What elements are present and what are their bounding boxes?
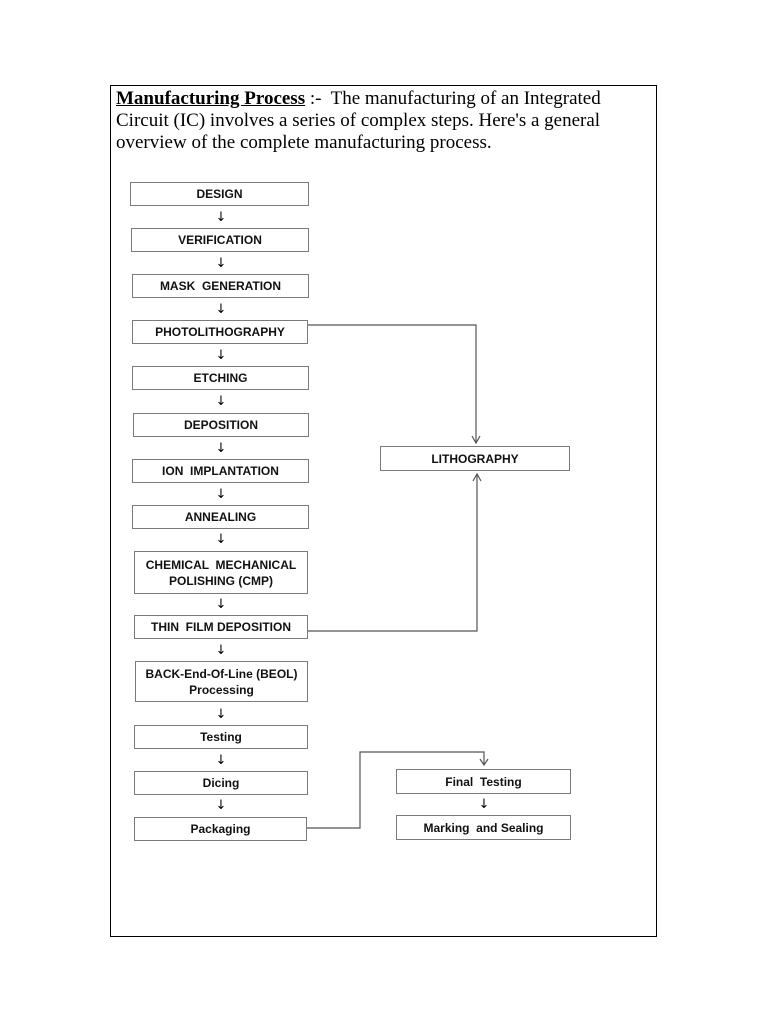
step-beol: BACK-End-Of-Line (BEOL)Processing xyxy=(135,661,308,702)
step-dicing: Dicing xyxy=(134,771,308,795)
step-verification: VERIFICATION xyxy=(131,228,309,252)
step-design: DESIGN xyxy=(130,182,309,206)
intro-text: The manufacturing of an Integrated Circu… xyxy=(116,88,601,153)
arrowhead-down-icon xyxy=(479,758,489,767)
arrow-down-icon: ↓ xyxy=(478,797,490,812)
step-thin-film-deposition: THIN FILM DEPOSITION xyxy=(134,615,308,639)
step-ion-implantation: ION IMPLANTATION xyxy=(132,459,309,483)
arrow-down-icon: ↓ xyxy=(215,597,227,612)
arrow-down-icon: ↓ xyxy=(215,753,227,768)
arrow-down-icon: ↓ xyxy=(215,348,227,363)
step-testing: Testing xyxy=(134,725,308,749)
intro-paragraph: Manufacturing Process :- The manufacturi… xyxy=(116,88,652,154)
side-marking-and-sealing: Marking and Sealing xyxy=(396,815,571,840)
arrow-down-icon: ↓ xyxy=(215,487,227,502)
step-photolithography: PHOTOLITHOGRAPHY xyxy=(132,320,308,344)
side-lithography: LITHOGRAPHY xyxy=(380,446,570,471)
arrow-down-icon: ↓ xyxy=(215,394,227,409)
step-deposition: DEPOSITION xyxy=(133,413,309,437)
arrow-down-icon: ↓ xyxy=(215,210,227,225)
connector-thin-film-lithography xyxy=(308,474,478,632)
step-packaging: Packaging xyxy=(134,817,307,841)
page-title: Manufacturing Process xyxy=(116,88,306,109)
arrow-down-icon: ↓ xyxy=(215,643,227,658)
arrowhead-down-icon xyxy=(471,435,481,445)
step-etching: ETCHING xyxy=(132,366,309,390)
page-frame xyxy=(110,85,657,937)
arrow-down-icon: ↓ xyxy=(215,256,227,271)
arrow-down-icon: ↓ xyxy=(215,707,227,722)
step-annealing: ANNEALING xyxy=(132,505,309,529)
arrow-down-icon: ↓ xyxy=(215,302,227,317)
arrow-down-icon: ↓ xyxy=(215,798,227,813)
connector-packaging-final-testing xyxy=(307,751,485,829)
arrow-down-icon: ↓ xyxy=(215,441,227,456)
arrowhead-up-icon xyxy=(472,472,482,482)
step-mask-generation: MASK GENERATION xyxy=(132,274,309,298)
intro-separator: :- xyxy=(305,88,331,109)
connector-photolithography-lithography xyxy=(308,324,477,443)
side-final-testing: Final Testing xyxy=(396,769,571,794)
arrow-down-icon: ↓ xyxy=(215,532,227,547)
